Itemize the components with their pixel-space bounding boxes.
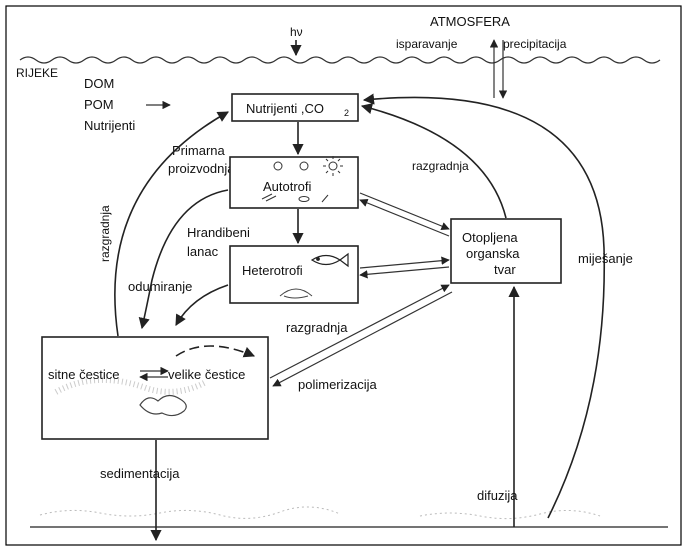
- foodchain-label-line2: lanac: [187, 244, 219, 259]
- top-decomposition-label: razgradnja: [412, 159, 469, 173]
- jellyfish-icon: [279, 288, 313, 299]
- particles-box: [41, 336, 269, 440]
- outer-frame: [5, 5, 682, 546]
- mixing-arrow: [362, 93, 606, 519]
- pom-label: POM: [84, 97, 114, 112]
- dom-box-line2: organska: [466, 246, 520, 261]
- death-label: odumiranje: [128, 279, 192, 294]
- left-decomposition-label: razgradnja: [98, 205, 112, 262]
- autotrophs-to-dom-arrow: [359, 192, 450, 231]
- dom-box-line3: tvar: [494, 262, 516, 277]
- fish-icon: [310, 252, 349, 268]
- small-particles-label: sitne čestice: [48, 367, 120, 382]
- light-label: hν: [290, 25, 303, 39]
- precipitation-label: precipitacija: [503, 37, 567, 51]
- particle-texture: [54, 377, 208, 395]
- death-arrow: [175, 284, 229, 326]
- nutrients-box-label: Nutrijenti ,CO: [246, 101, 324, 116]
- sun-icon: [323, 156, 343, 176]
- diffusion-label: difuzija: [477, 488, 518, 503]
- sedimentation-label: sedimentacija: [100, 466, 180, 481]
- aggregate-shape: [139, 394, 187, 417]
- dom-to-autotrophs-arrow: [359, 198, 450, 237]
- mixing-label: miješanje: [578, 251, 633, 266]
- heterotrophs-label: Heterotrofi: [242, 263, 303, 278]
- heterotrophs-to-dom-arrow: [359, 256, 450, 269]
- polymerization-label: polimerizacija: [298, 377, 378, 392]
- sediment-texture: [39, 506, 341, 519]
- mid-decomposition-label: razgradnja: [286, 320, 348, 335]
- aggregation-arc-arrow: [175, 345, 256, 358]
- dom-box-line1: Otopljena: [462, 230, 518, 245]
- autotroph-export-arrow: [138, 189, 229, 330]
- primary-label-line1: Primarna: [172, 143, 226, 158]
- top-decomposition-arrow: [360, 103, 507, 219]
- particles-to-dom-arrow: [269, 284, 450, 379]
- autotrophs-label: Autotrofi: [263, 179, 312, 194]
- left-decomposition-arrow: [114, 111, 229, 337]
- atmosphere-label: ATMOSFERA: [430, 14, 510, 29]
- primary-label-line2: proizvodnja: [168, 161, 235, 176]
- nutrients-box: [231, 93, 359, 122]
- foodchain-label-line1: Hrandibeni: [187, 225, 250, 240]
- evaporation-label: isparavanje: [396, 37, 458, 51]
- co2-subscript: 2: [344, 108, 349, 118]
- dom-to-heterotrophs-arrow: [359, 266, 450, 279]
- dom-label: DOM: [84, 76, 114, 91]
- large-particles-label: velike čestice: [168, 367, 245, 382]
- heterotrophs-box: [229, 245, 359, 304]
- rivers-label: RIJEKE: [16, 66, 58, 80]
- water-surface-line: [19, 56, 661, 64]
- river-nutrients-label: Nutrijenti: [84, 118, 135, 133]
- phytoplankton-icons: [261, 161, 329, 203]
- dissolved-organic-matter-box: [450, 218, 562, 284]
- dom-to-particles-arrow: [272, 291, 453, 387]
- sediment-texture-right: [419, 510, 601, 520]
